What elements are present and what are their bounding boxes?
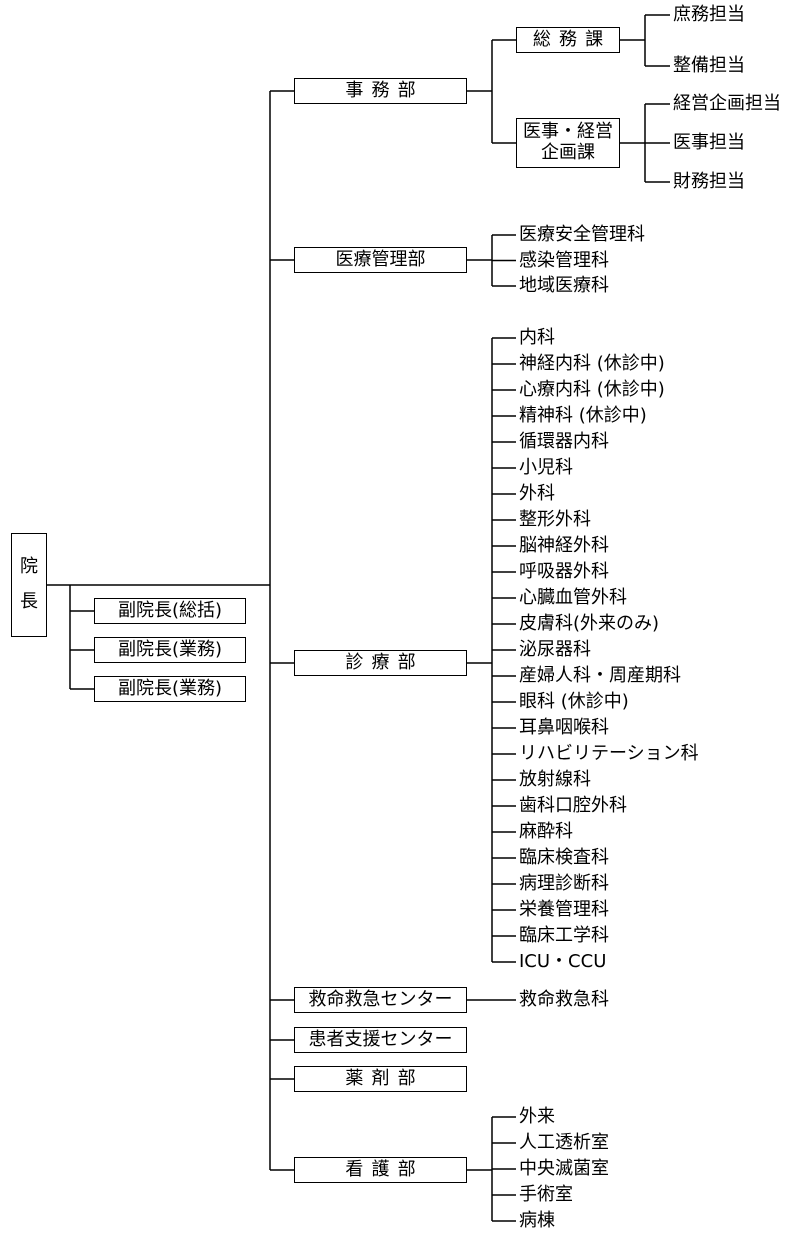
unit-label: 外科	[519, 483, 555, 504]
unit-label: 耳鼻咽喉科	[519, 717, 609, 738]
unit-label: 救命救急科	[519, 989, 609, 1010]
unit-label: 臨床工学科	[519, 925, 609, 946]
unit-label: 小児科	[519, 457, 573, 478]
unit-label: 外来	[519, 1106, 555, 1127]
director-char-2: 長	[20, 591, 38, 612]
unit-label: 手術室	[519, 1184, 573, 1205]
duty-label: 経営企画担当	[673, 93, 781, 114]
unit-label: 呼吸器外科	[519, 561, 609, 582]
director-box: 院 長	[11, 533, 47, 637]
dept-kanja-box: 患者支援センター	[294, 1027, 467, 1053]
unit-label: 内科	[519, 327, 555, 348]
unit-label: 産婦人科・周産期科	[519, 665, 681, 686]
duty-label: 整備担当	[673, 55, 745, 76]
unit-label: 病棟	[519, 1210, 555, 1231]
unit-label: 神経内科 (休診中)	[519, 353, 665, 374]
unit-label: 精神科 (休診中)	[519, 405, 647, 426]
duty-label: 医事担当	[673, 132, 745, 153]
unit-label: 病理診断科	[519, 873, 609, 894]
unit-label: 眼科 (休診中)	[519, 691, 629, 712]
director-char-1: 院	[20, 556, 38, 578]
unit-label: リハビリテーション科	[519, 743, 699, 764]
unit-label: 放射線科	[519, 769, 591, 790]
unit-label: 感染管理科	[519, 249, 609, 271]
dept-yakuzai-box: 薬剤部	[294, 1066, 467, 1092]
dept-jimu-box: 事務部	[294, 78, 467, 104]
unit-label: 中央滅菌室	[519, 1158, 609, 1179]
unit-label: 心臓血管外科	[519, 587, 627, 608]
dept-kyumei-box: 救命救急センター	[294, 987, 467, 1013]
section-somu-box: 総務課	[516, 27, 620, 53]
section-iji-keiei-box: 医事・経営 企画課	[516, 118, 620, 168]
duty-label: 庶務担当	[673, 4, 745, 25]
unit-label: 歯科口腔外科	[519, 795, 627, 816]
vice-director-box-1: 副院長(総括)	[94, 598, 246, 624]
dept-iryo-kanri-box: 医療管理部	[294, 247, 467, 273]
vice-director-box-3: 副院長(業務)	[94, 676, 246, 702]
unit-label: 整形外科	[519, 509, 591, 530]
unit-label: 地域医療科	[519, 275, 609, 296]
unit-label: 皮膚科(外来のみ)	[519, 613, 660, 634]
unit-label: 心療内科 (休診中)	[519, 379, 665, 400]
dept-shinryo-box: 診療部	[294, 650, 467, 676]
unit-label: 循環器内科	[519, 431, 609, 452]
unit-label: ICU・CCU	[519, 951, 607, 972]
unit-label: 脳神経外科	[519, 535, 609, 556]
unit-label: 栄養管理科	[519, 899, 609, 920]
vice-director-box-2: 副院長(業務)	[94, 637, 246, 663]
unit-label: 麻酔科	[519, 821, 573, 842]
unit-label: 医療安全管理科	[519, 224, 645, 245]
dept-kango-box: 看護部	[294, 1157, 467, 1183]
unit-label: 泌尿器科	[519, 639, 591, 660]
unit-label: 人工透析室	[519, 1132, 609, 1153]
unit-label: 臨床検査科	[519, 847, 609, 868]
duty-label: 財務担当	[673, 171, 745, 192]
